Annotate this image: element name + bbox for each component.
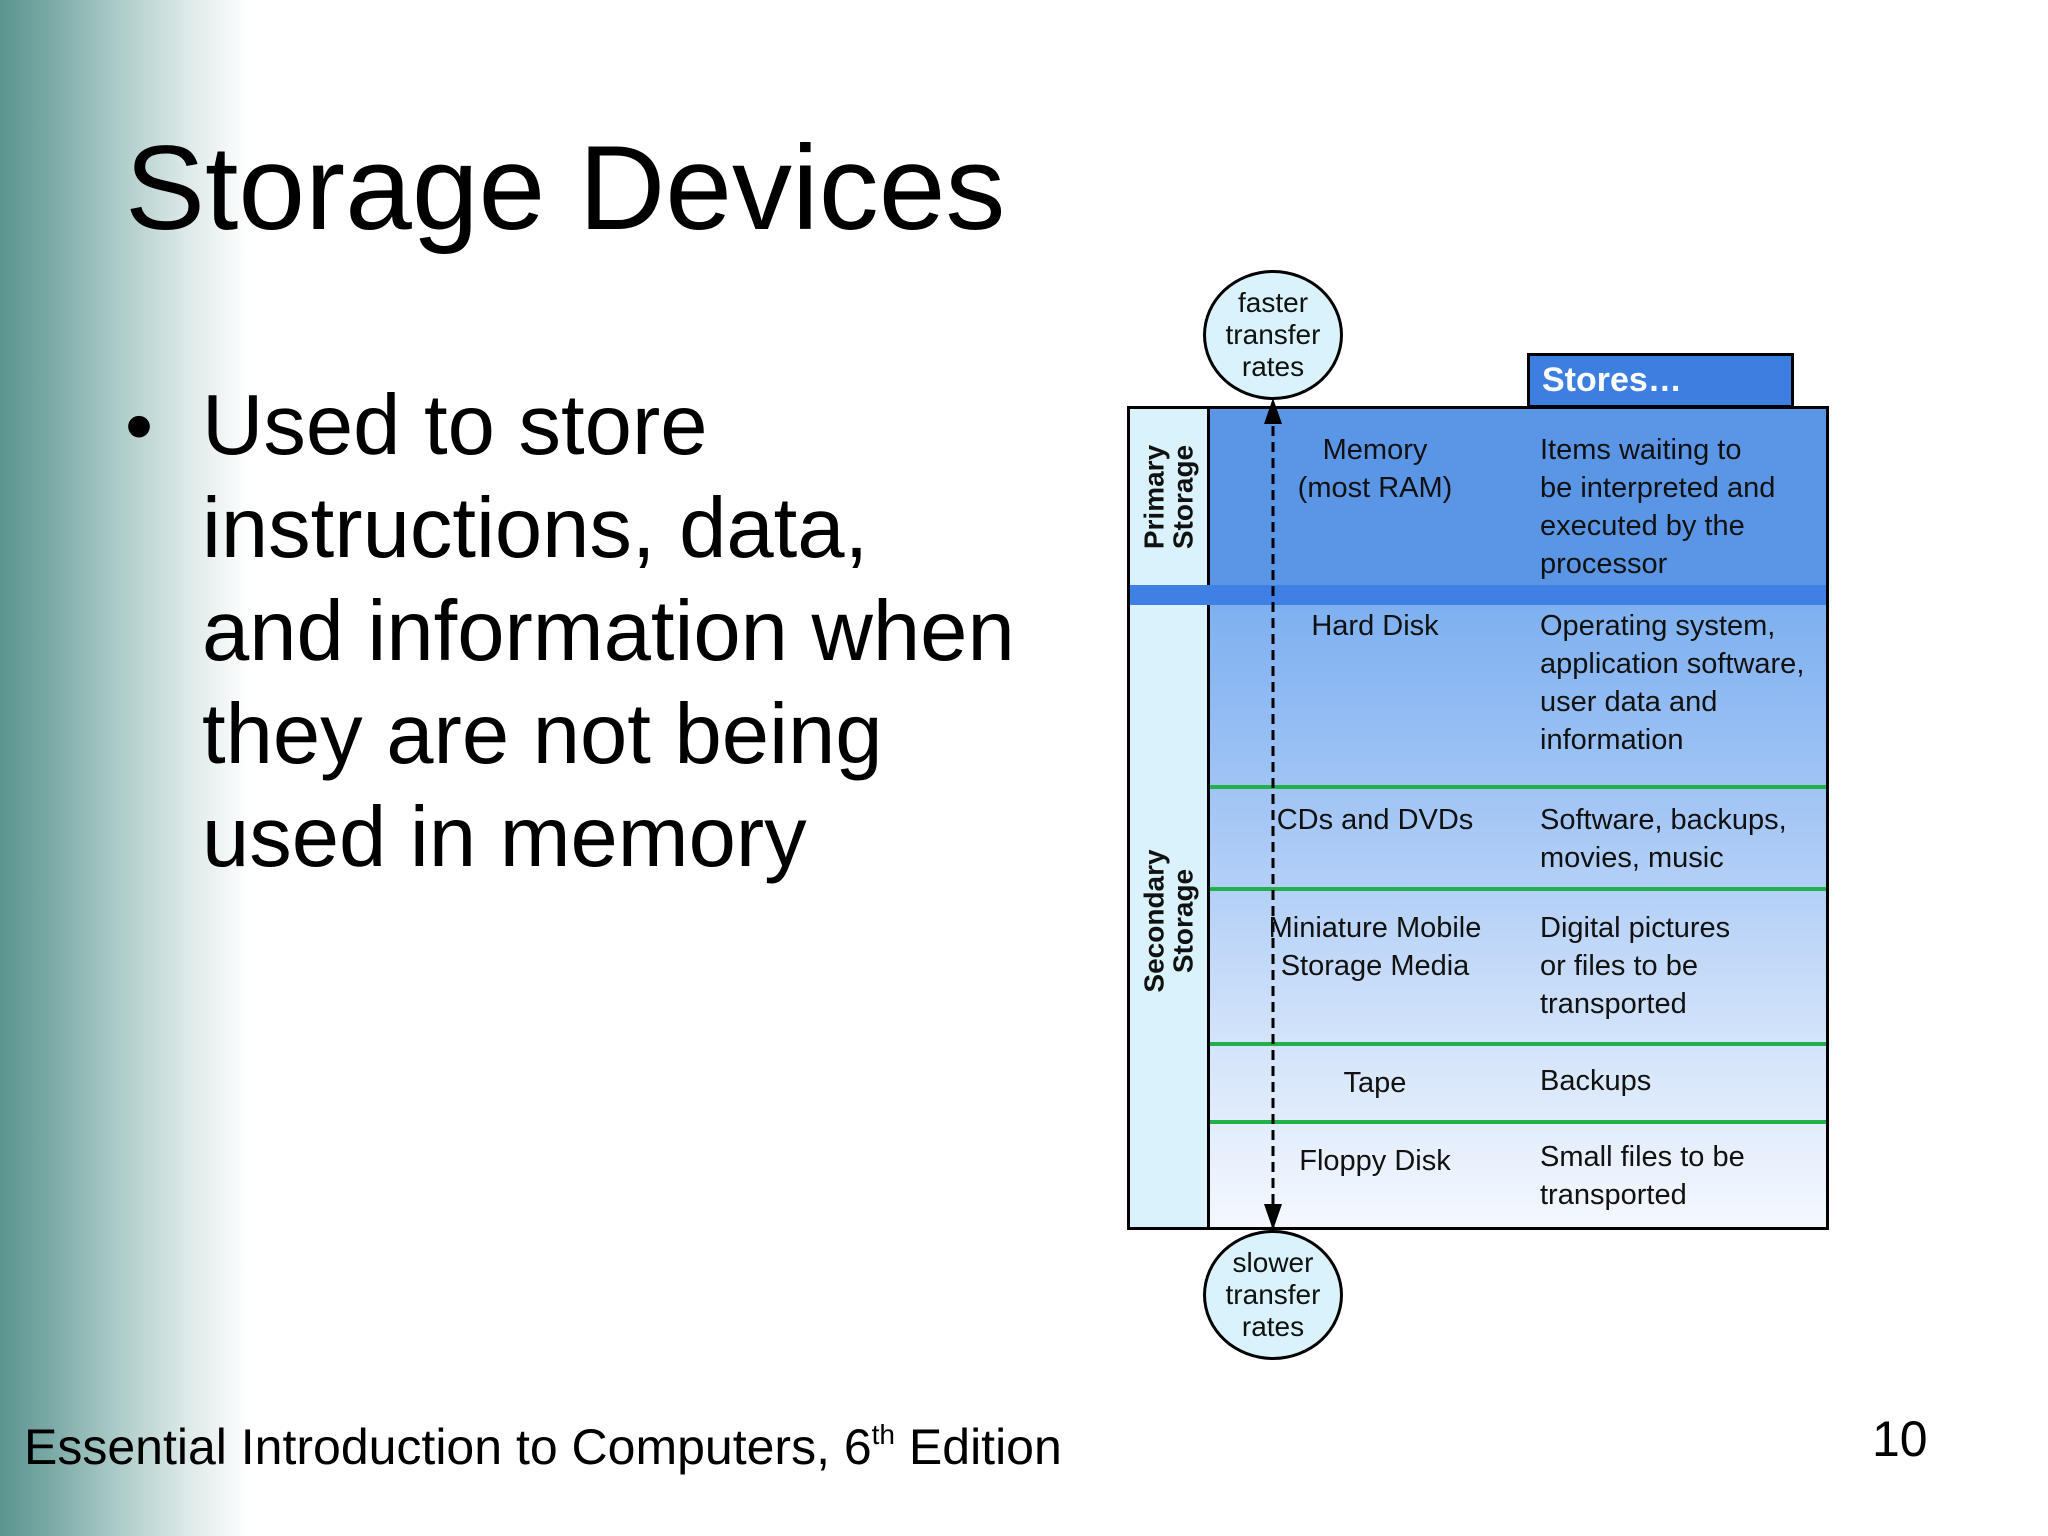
- primary-storage-label-cell: Primary Storage: [1130, 409, 1210, 585]
- primary-secondary-separator: [1130, 585, 1826, 605]
- page-number: 10: [1872, 1411, 1928, 1467]
- device-name: CDs and DVDs: [1276, 804, 1474, 836]
- bullet-icon: •: [125, 381, 154, 470]
- transfer-rate-arrow: [1271, 410, 1275, 1230]
- table-row-tape: Tape Backups: [1210, 1042, 1826, 1124]
- stores-column-header: Stores…: [1527, 353, 1794, 408]
- arrow-up-icon: [1264, 398, 1282, 424]
- arrow-down-icon: [1264, 1204, 1282, 1230]
- footer-title-text: Essential Introduction to Computers, 6: [24, 1419, 872, 1475]
- secondary-storage-label: Secondary Storage: [1138, 848, 1199, 993]
- device-name: Memory (most RAM): [1297, 434, 1453, 504]
- table-row-floppy-disk: Floppy Disk Small files to be transporte…: [1210, 1120, 1826, 1227]
- device-name: Floppy Disk: [1299, 1145, 1451, 1177]
- storage-hierarchy-diagram: faster transfer rates Stores… Primary St…: [1120, 270, 1840, 1370]
- faster-transfer-rates-circle: faster transfer rates: [1203, 270, 1343, 400]
- secondary-storage-label-cell: Secondary Storage: [1130, 605, 1210, 1227]
- table-row-hard-disk: Hard Disk Operating system, application …: [1210, 605, 1826, 785]
- table-row-mobile-media: Miniature Mobile Storage Media Digital p…: [1210, 887, 1826, 1046]
- bullet-text: Used to store instructions, data, and in…: [202, 378, 1015, 885]
- side-gradient-decoration: [0, 0, 250, 1536]
- footer-ordinal-suffix: th: [871, 1419, 896, 1450]
- device-name: Hard Disk: [1311, 610, 1439, 642]
- device-name: Tape: [1343, 1067, 1407, 1099]
- slower-transfer-rates-circle: slower transfer rates: [1203, 1230, 1343, 1360]
- footer-book-title: Essential Introduction to Computers, 6th…: [24, 1418, 1062, 1476]
- footer-edition-text: Edition: [895, 1419, 1062, 1475]
- primary-storage-band: [1210, 409, 1826, 585]
- table-row-memory: Memory (most RAM) Items waiting to be in…: [1210, 409, 1826, 585]
- stores-description: Small files to be transported: [1540, 1141, 1745, 1211]
- stores-description: Operating system, application software, …: [1540, 610, 1805, 756]
- stores-description: Backups: [1540, 1065, 1652, 1097]
- stores-description: Digital pictures or files to be transpor…: [1540, 912, 1731, 1020]
- stores-description: Software, backups, movies, music: [1540, 804, 1787, 874]
- stores-description: Items waiting to be interpreted and exec…: [1540, 434, 1776, 580]
- table-row-cds-dvds: CDs and DVDs Software, backups, movies, …: [1210, 785, 1826, 891]
- device-name: Miniature Mobile Storage Media: [1268, 912, 1482, 982]
- storage-table: Primary Storage Secondary Storage Memory…: [1127, 406, 1829, 1230]
- primary-storage-label: Primary Storage: [1138, 444, 1199, 550]
- slide-title: Storage Devices: [125, 121, 1006, 255]
